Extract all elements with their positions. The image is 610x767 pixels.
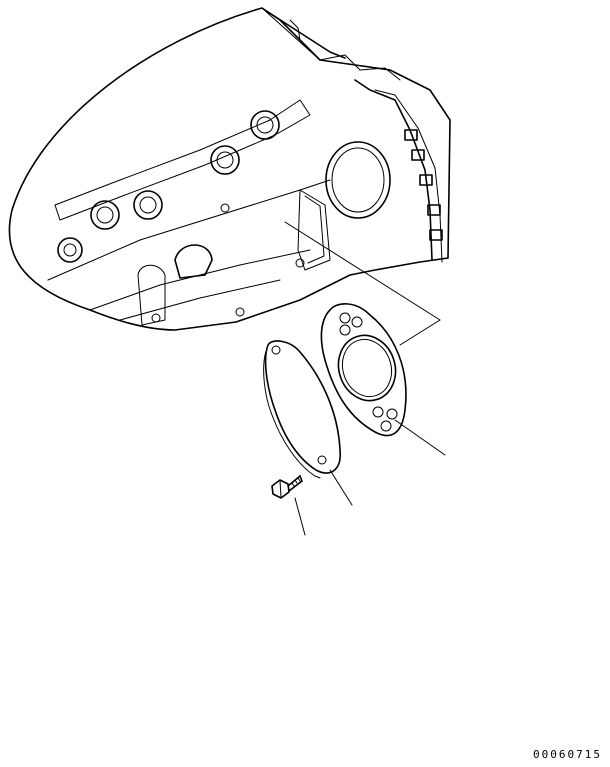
- block-hole: [295, 258, 305, 268]
- cover-plate: [263, 340, 341, 479]
- gasket: [320, 303, 407, 437]
- flange-boss: [411, 149, 425, 161]
- flange-boss: [427, 204, 441, 216]
- flange-boss: [404, 129, 418, 141]
- flange-boss: [419, 174, 433, 186]
- engine-block: [8, 7, 451, 331]
- flywheel-bore: [325, 141, 391, 219]
- boss-lug: [174, 244, 213, 279]
- bolt-leader: [294, 497, 306, 536]
- block-hole: [220, 203, 230, 213]
- cover-leader: [329, 469, 353, 506]
- flange-boss: [429, 229, 443, 241]
- cover-mounting-face: [297, 189, 331, 271]
- drawing-number: 00060715: [533, 748, 602, 761]
- gasket-leader-lower: [394, 419, 446, 456]
- block-hole: [235, 307, 245, 317]
- leader-lines: [284, 221, 446, 536]
- boss-lug: [137, 264, 166, 326]
- bolt: [271, 475, 303, 499]
- gasket-leader-upper: [284, 221, 441, 321]
- block-hole: [151, 313, 161, 323]
- head-ports: [54, 99, 311, 326]
